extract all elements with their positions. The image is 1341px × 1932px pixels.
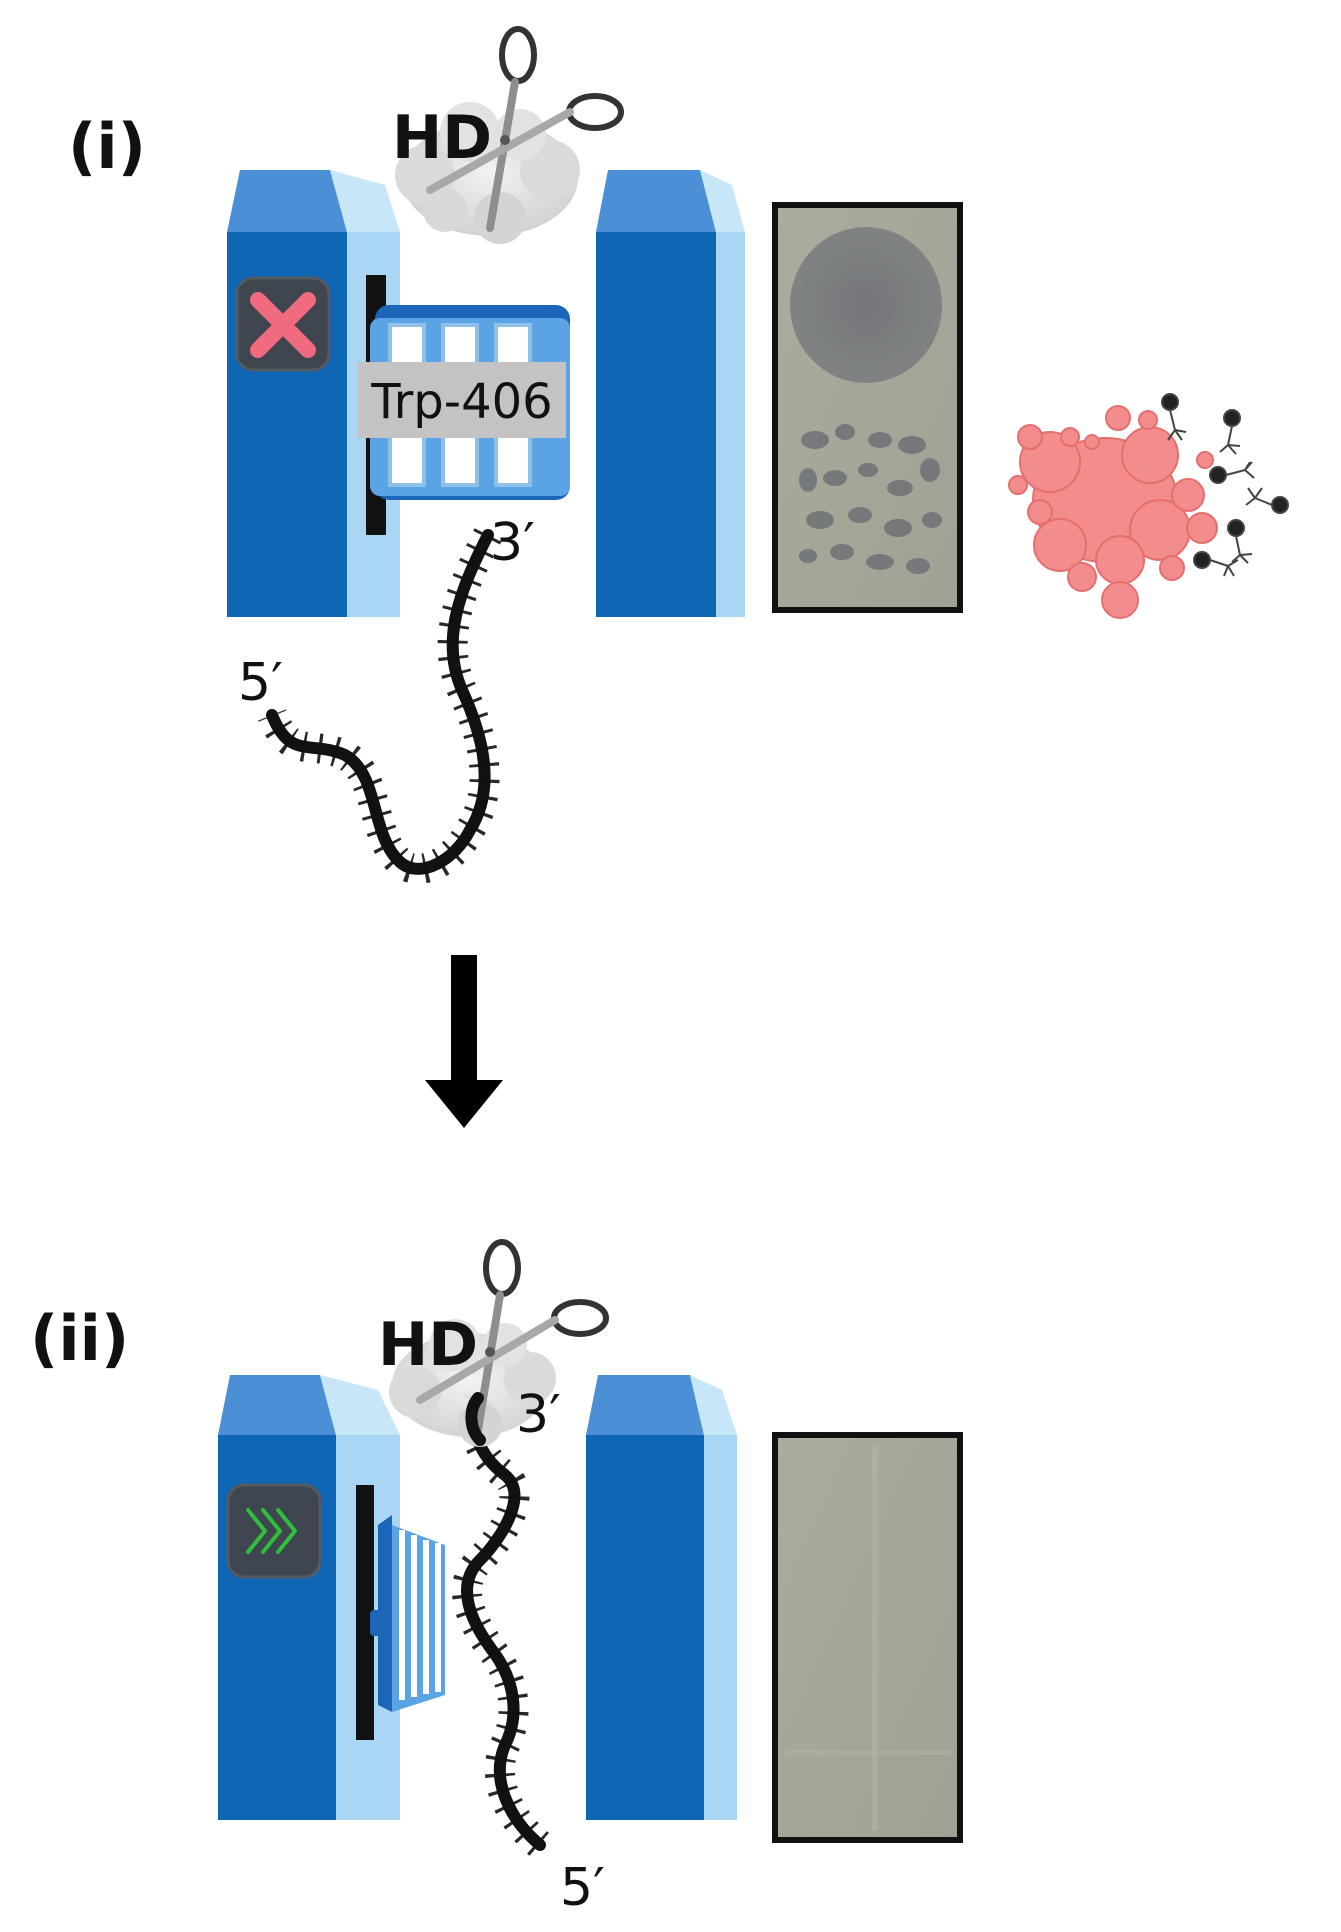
channel-side xyxy=(704,1435,737,1820)
channel-side xyxy=(716,232,745,617)
channel-top xyxy=(586,1375,704,1435)
scissors-icon xyxy=(426,26,624,232)
protein-domain-edge xyxy=(370,1515,445,1712)
gate-slot xyxy=(356,1485,374,1740)
plaque-spot-large xyxy=(790,227,942,383)
strand-end-5: 5′ xyxy=(560,1858,605,1918)
channel-top-side xyxy=(690,1375,737,1435)
plaque-plate-ii xyxy=(772,1432,963,1843)
hd-enzyme-ii: HD 3′ xyxy=(378,1239,609,1447)
strand-end-3: 3′ xyxy=(490,513,535,573)
panel-label-i: (i) xyxy=(68,110,146,183)
protein-label-box xyxy=(358,362,566,438)
x-mark-icon xyxy=(235,276,331,372)
strand-end-3: 3′ xyxy=(516,1385,561,1445)
channel-top xyxy=(227,170,347,232)
phage-icons xyxy=(1161,393,1289,577)
panel-i: (i) Trp-406 xyxy=(68,26,1289,884)
nucleic-acid-strand-ii xyxy=(452,1392,550,1857)
transition-arrow xyxy=(425,955,503,1128)
hd-enzyme-i: HD xyxy=(392,26,624,244)
lysed-cell-icon xyxy=(1008,393,1289,619)
channel-left-ii xyxy=(218,1375,400,1820)
trp-406-domain: Trp-406 xyxy=(358,305,570,500)
plaque-plate-i xyxy=(772,202,963,613)
strand-end-5: 5′ xyxy=(238,653,283,713)
chevrons-right-icon xyxy=(226,1483,322,1579)
panel-ii: (ii) xyxy=(30,1239,963,1918)
strand-bases xyxy=(452,1392,550,1857)
panel-label-ii: (ii) xyxy=(30,1302,129,1375)
channel-top-side xyxy=(700,170,745,232)
scissors-icon xyxy=(416,1239,609,1434)
nucleic-acid-strand-i: 3′ 5′ xyxy=(238,513,535,884)
channel-top xyxy=(218,1375,336,1435)
channel-top-side xyxy=(320,1375,400,1435)
channel-front xyxy=(596,232,716,617)
channel-right-ii xyxy=(586,1375,737,1820)
channel-right-i xyxy=(596,170,745,617)
protein-label: Trp-406 xyxy=(370,374,552,430)
plaque-spots-small xyxy=(799,424,942,574)
channel-top xyxy=(596,170,716,232)
channel-front xyxy=(586,1435,704,1820)
channel-top-side xyxy=(330,170,400,232)
enzyme-label: HD xyxy=(378,1310,478,1380)
strand-backbone xyxy=(266,529,494,875)
